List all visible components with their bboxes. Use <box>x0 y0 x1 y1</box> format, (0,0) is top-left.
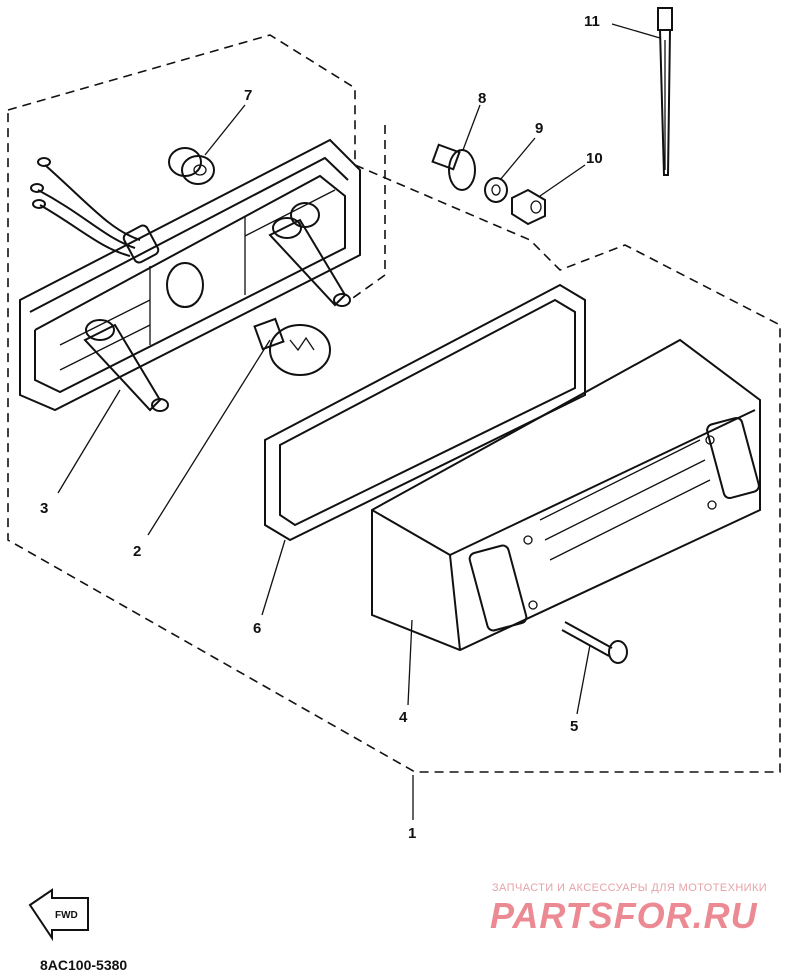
callout-11: 11 <box>584 13 600 30</box>
nut <box>511 188 546 226</box>
grommet <box>168 147 215 185</box>
cable-tie <box>657 7 673 176</box>
fwd-label: FWD <box>55 910 78 921</box>
assembly-boundary-left <box>7 34 781 773</box>
lamp-lens <box>371 338 761 652</box>
callout-7: 7 <box>244 87 252 104</box>
drawing-code: 8AC100-5380 <box>40 957 127 973</box>
callout-9: 9 <box>535 120 543 137</box>
watermark-logo: PARTSFOR.RU <box>490 895 758 936</box>
bulb <box>253 317 331 376</box>
watermark-tagline: ЗАПЧАСТИ И АКСЕССУАРЫ ДЛЯ МОТОТЕХНИКИ <box>492 882 767 894</box>
callout-1: 1 <box>408 825 416 842</box>
callout-5: 5 <box>570 718 578 735</box>
washer <box>484 177 508 203</box>
fwd-arrow-icon: FWD <box>28 888 89 942</box>
screw <box>561 621 628 664</box>
callout-8: 8 <box>478 90 486 107</box>
lamp-housing <box>19 138 361 412</box>
collar <box>431 143 476 191</box>
gasket <box>264 283 586 542</box>
assembly-boundary-inner <box>349 125 386 301</box>
callout-2: 2 <box>133 543 141 560</box>
callout-10: 10 <box>586 150 603 167</box>
leader-lines <box>57 23 661 820</box>
callout-6: 6 <box>253 620 261 637</box>
callout-3: 3 <box>40 500 48 517</box>
callout-4: 4 <box>399 709 408 726</box>
